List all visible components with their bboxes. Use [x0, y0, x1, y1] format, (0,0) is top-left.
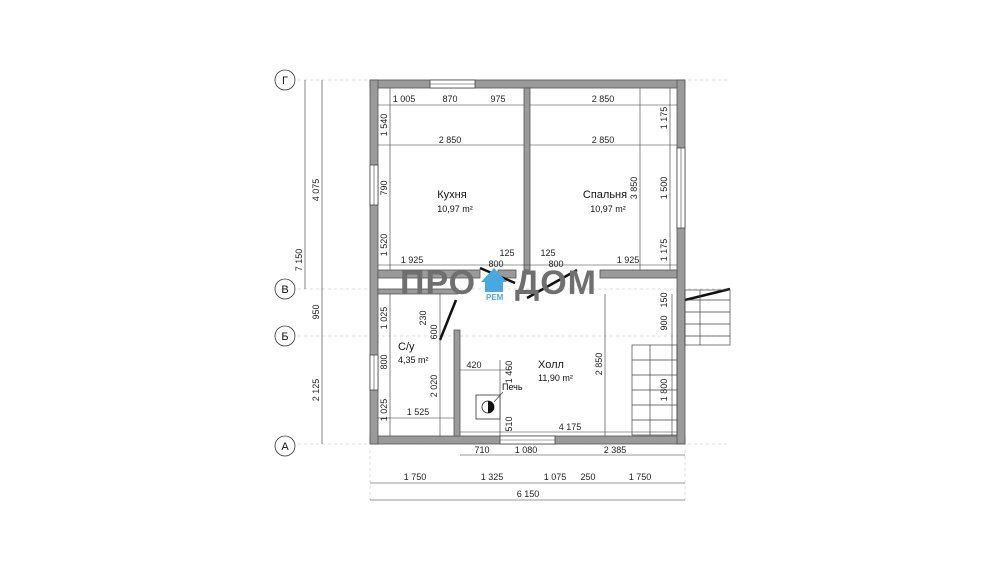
dim-label: 7 150 [294, 249, 304, 272]
dim-label: 4 175 [559, 422, 582, 432]
kitchen-name: Кухня [437, 189, 466, 201]
dim-label: 800 [488, 259, 503, 269]
dim-label: 1 080 [515, 445, 538, 455]
kitchen-area: 10,97 m² [437, 204, 473, 214]
logo-sub: РЕМ [486, 293, 504, 302]
bedroom-area: 10,97 m² [590, 204, 626, 214]
dim-label: 1 540 [379, 114, 389, 137]
hall-name: Холл [538, 359, 564, 371]
svg-text:Б: Б [281, 331, 288, 343]
logo: ПРО РЕМ ДОМ [400, 264, 597, 302]
dim-label: 1 025 [379, 399, 389, 422]
dim-label: 510 [504, 416, 514, 431]
dim-label: 230 [418, 310, 428, 325]
bathroom-name: С/у [398, 341, 415, 353]
dim-label: 1 525 [407, 407, 430, 417]
dim-label: 150 [659, 292, 669, 307]
dimension-lines [304, 80, 685, 501]
dim-label: 250 [580, 472, 595, 482]
dim-label: 1 005 [393, 94, 416, 104]
dim-label: 125 [499, 248, 514, 258]
stove: Печь [475, 382, 523, 420]
dim-label: 1 750 [629, 472, 652, 482]
axis-marker-a: А [274, 435, 296, 457]
dim-label: 900 [659, 315, 669, 330]
dim-label: 1 025 [379, 307, 389, 330]
svg-text:Г: Г [282, 75, 288, 87]
dim-label: 1 925 [401, 255, 424, 265]
dim-label: 1 325 [481, 472, 504, 482]
dim-label: 1 075 [544, 472, 567, 482]
dim-label: 2 020 [429, 375, 439, 398]
dim-label: 1 750 [404, 472, 427, 482]
dim-label: 2 850 [592, 94, 615, 104]
dim-label: 800 [379, 354, 389, 369]
axis-marker-b: Б [274, 325, 296, 347]
dim-label: 870 [442, 94, 457, 104]
bathroom-area: 4,35 m² [398, 355, 429, 365]
stairs [631, 289, 731, 436]
dim-label: 710 [474, 445, 489, 455]
svg-text:А: А [281, 441, 289, 453]
dim-label: 790 [379, 180, 389, 195]
dim-label: 420 [466, 360, 481, 370]
dim-label: 4 075 [311, 179, 321, 202]
dim-label: 1 520 [379, 234, 389, 257]
dim-label: 800 [548, 259, 563, 269]
vertical-dimension-labels: 1 540 790 1 520 1 175 1 500 1 175 3 850 … [294, 107, 669, 432]
dim-label: 1 925 [617, 255, 640, 265]
logo-left: ПРО [400, 264, 476, 302]
dim-label: 975 [490, 94, 505, 104]
svg-text:В: В [281, 284, 288, 296]
stove-label: Печь [502, 382, 523, 392]
bedroom-name: Спальня [583, 189, 627, 201]
dim-label: 2 850 [592, 135, 615, 145]
dim-label: 2 385 [604, 445, 627, 455]
dim-label: 2 850 [594, 353, 604, 376]
logo-right: ДОМ [515, 264, 597, 302]
dim-label: 2 125 [311, 379, 321, 402]
dim-label: 1 800 [659, 379, 669, 402]
dim-label: 125 [540, 248, 555, 258]
dim-label: 1 175 [659, 239, 669, 262]
dim-label: 2 850 [439, 135, 462, 145]
dim-label: 950 [311, 304, 321, 319]
windows [369, 79, 686, 445]
dim-label: 600 [429, 324, 439, 339]
dim-label: 3 850 [629, 177, 639, 200]
axis-marker-g: Г [274, 69, 296, 91]
dimension-labels: 1 005 870 975 2 850 2 850 2 850 1 925 12… [393, 94, 652, 499]
dim-label: 6 150 [517, 489, 540, 499]
dim-label: 1 460 [504, 361, 514, 384]
dim-label: 1 500 [659, 177, 669, 200]
axis-marker-v: В [274, 278, 296, 300]
hall-area: 11,90 m² [538, 373, 573, 383]
dim-label: 1 175 [659, 107, 669, 130]
